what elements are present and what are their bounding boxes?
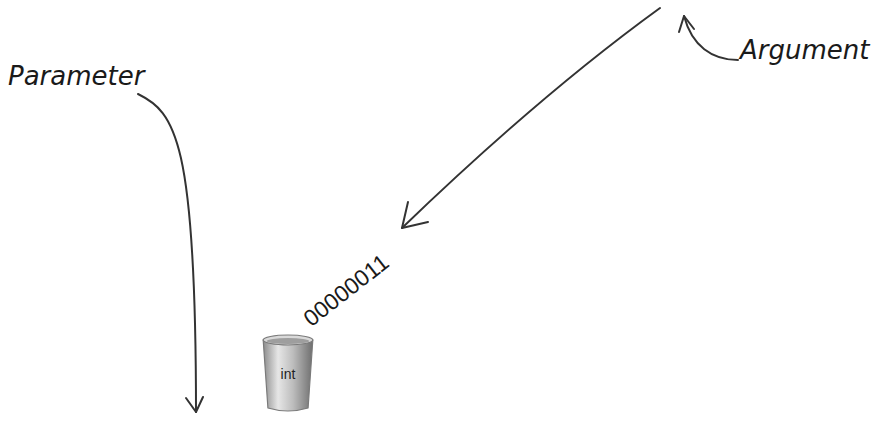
binary-value: 00000011 xyxy=(299,250,394,332)
type-name: int xyxy=(262,366,314,382)
callout-label: Argument xyxy=(740,36,869,65)
leader-arrowhead xyxy=(186,397,203,412)
callout-label: Parameter xyxy=(8,62,144,91)
leader-arrow xyxy=(138,94,196,412)
cup-opening xyxy=(267,338,310,344)
big-arrow xyxy=(402,8,660,228)
leader-arrow xyxy=(684,16,738,60)
cup-shape: int xyxy=(262,334,314,412)
cup-rim xyxy=(263,335,313,345)
leader-arrowhead xyxy=(679,16,694,32)
big-arrowhead xyxy=(402,202,428,228)
